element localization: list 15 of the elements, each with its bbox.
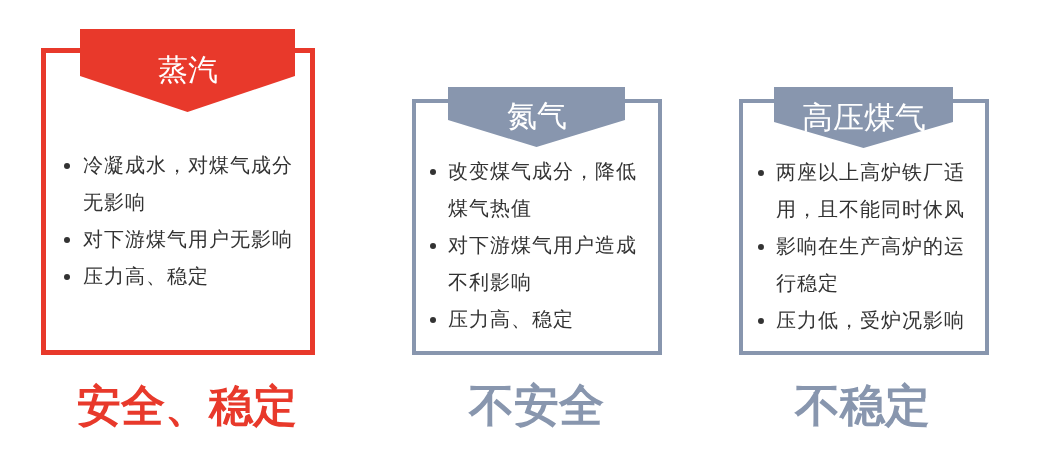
card-heading: 高压煤气 — [801, 98, 926, 136]
bullet-text: 压力低，受炉况影响 — [776, 308, 965, 332]
verdict-text: 安全、稳定 — [77, 379, 297, 433]
verdict-text: 不稳定 — [794, 379, 930, 433]
bullet-text: 改变煤气成分，降低煤气热值 — [448, 159, 637, 220]
bullet-text: 影响在生产高炉的运行稳定 — [776, 234, 965, 295]
bullet-text: 对下游煤气用户无影响 — [83, 227, 293, 251]
bullet-text: 两座以上高炉铁厂适用，且不能同时休风 — [776, 160, 965, 221]
bullet-text: 压力高、稳定 — [448, 307, 574, 331]
bullet-text: 对下游煤气用户造成不利影响 — [448, 233, 637, 294]
card-heading: 蒸汽 — [157, 52, 218, 88]
bullet-text: 压力高、稳定 — [83, 264, 209, 288]
card-heading: 氮气 — [506, 98, 567, 134]
bullet-text: 冷凝成水，对煤气成分无影响 — [83, 153, 293, 214]
verdict-text: 不安全 — [468, 379, 604, 433]
